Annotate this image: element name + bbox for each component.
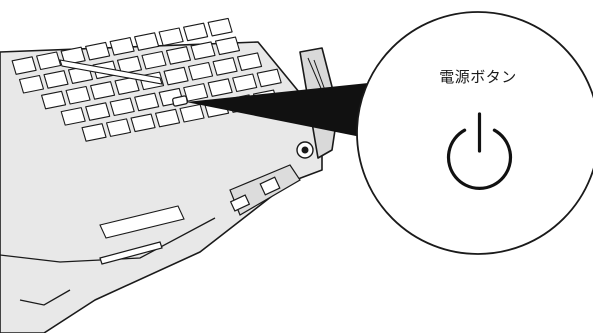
callout-circle [357,12,593,254]
side-latch-inner [302,147,309,154]
callout-label: 電源ボタン [418,66,538,87]
keyboard-key [184,23,208,41]
keyboard-key [159,28,183,46]
keyboard-key [208,18,232,36]
